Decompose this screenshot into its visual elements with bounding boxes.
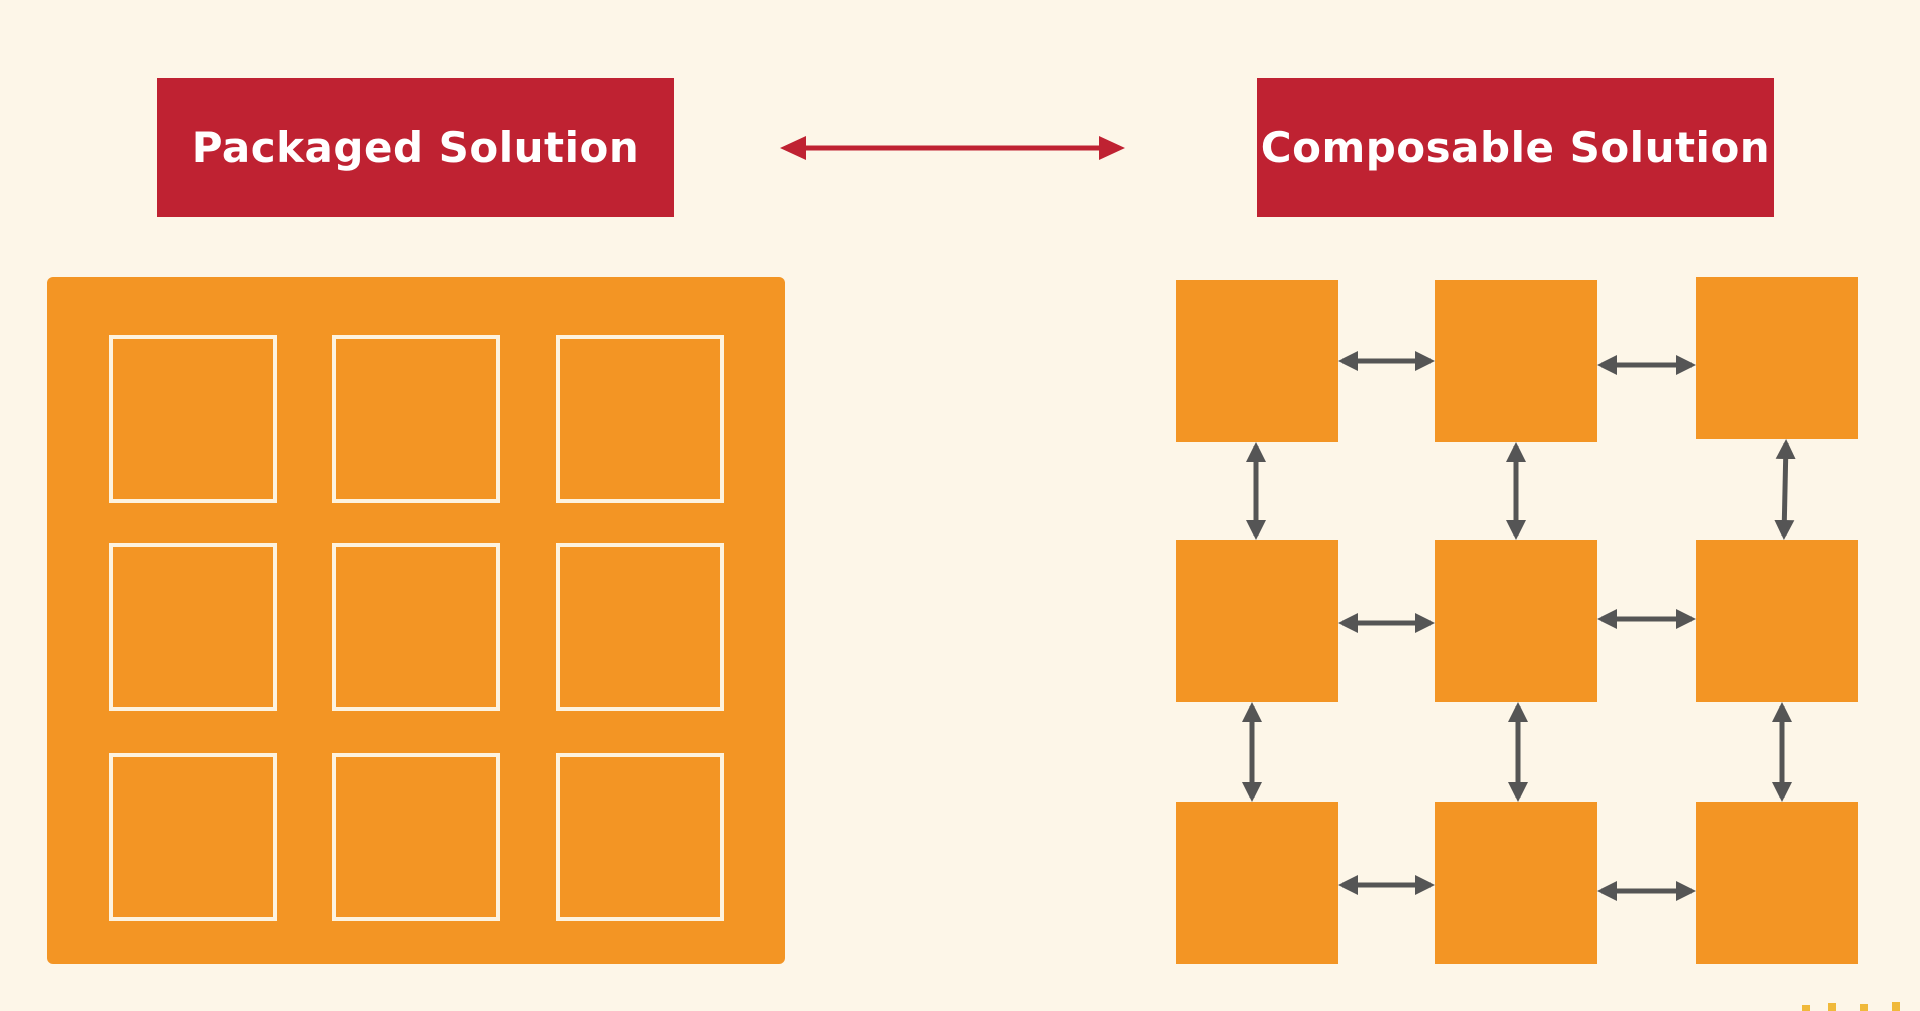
composable-module bbox=[1435, 802, 1597, 964]
double-arrow-icon bbox=[1774, 439, 1796, 540]
packaged-module bbox=[109, 335, 277, 503]
packaged-solution-label: Packaged Solution bbox=[191, 123, 640, 172]
packaged-module bbox=[332, 335, 500, 503]
packaged-solution-title: Packaged Solution bbox=[157, 78, 674, 217]
packaged-module bbox=[556, 335, 724, 503]
packaged-module bbox=[556, 543, 724, 711]
composable-solution-label: Composable Solution bbox=[1260, 123, 1771, 172]
composable-module bbox=[1176, 280, 1338, 442]
packaged-module bbox=[556, 753, 724, 921]
packaged-module bbox=[332, 543, 500, 711]
composable-module bbox=[1696, 540, 1858, 702]
composable-module bbox=[1696, 802, 1858, 964]
double-arrow-icon bbox=[780, 136, 1125, 160]
packaged-solution-panel bbox=[47, 277, 785, 964]
packaged-module bbox=[109, 753, 277, 921]
composable-module bbox=[1435, 280, 1597, 442]
composable-module bbox=[1176, 802, 1338, 964]
composable-module bbox=[1176, 540, 1338, 702]
packaged-module bbox=[109, 543, 277, 711]
composable-solution-title: Composable Solution bbox=[1257, 78, 1774, 217]
packaged-module bbox=[332, 753, 500, 921]
corner-logo-fragment bbox=[1802, 1002, 1900, 1011]
composable-module bbox=[1696, 277, 1858, 439]
composable-module bbox=[1435, 540, 1597, 702]
